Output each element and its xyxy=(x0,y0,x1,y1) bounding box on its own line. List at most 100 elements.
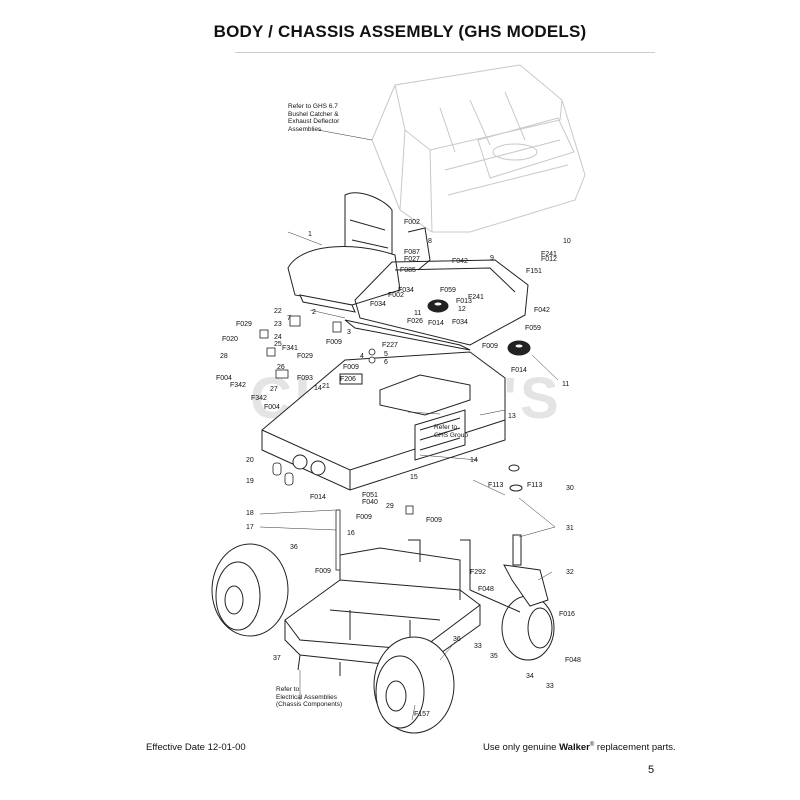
callout-F004b: F004 xyxy=(264,404,280,411)
body-shell xyxy=(261,351,506,491)
caster-fork xyxy=(503,464,549,607)
callout-F012: F012 xyxy=(541,256,557,263)
callout-27: 27 xyxy=(270,386,278,393)
pulley-2 xyxy=(507,340,531,356)
callout-F292: F292 xyxy=(470,569,486,576)
callout-F113b: F113 xyxy=(527,482,543,489)
title-rule xyxy=(235,52,655,53)
chassis-frame xyxy=(284,539,481,676)
callout-F014a: F014 xyxy=(428,320,444,327)
callout-F009c: F009 xyxy=(482,343,498,350)
callout-2: 2 xyxy=(312,309,316,316)
seat-base-plate xyxy=(344,259,529,351)
callout-32: 32 xyxy=(566,569,574,576)
callout-F002b: F002 xyxy=(388,292,404,299)
callout-F059a: F059 xyxy=(440,287,456,294)
callout-F151: F151 xyxy=(526,268,542,275)
callout-34: 34 xyxy=(526,673,534,680)
callout-F014c: F014 xyxy=(310,494,326,501)
callout-F113a: F113 xyxy=(488,482,504,489)
callout-F029a: F029 xyxy=(236,321,252,328)
callout-29: 29 xyxy=(386,503,394,510)
callout-31: 31 xyxy=(566,525,574,532)
callout-F016: F016 xyxy=(559,611,575,618)
callout-F157: F157 xyxy=(414,711,430,718)
callout-F241b: F241 xyxy=(468,294,484,301)
callout-F009d: F009 xyxy=(356,514,372,521)
callout-F206: F206 xyxy=(340,376,356,383)
callout-F342a: F342 xyxy=(230,382,246,389)
rear-wheel-right xyxy=(373,636,455,734)
callout-36a: 36 xyxy=(290,544,298,551)
callout-9: 9 xyxy=(490,255,494,262)
replacement-parts-notice: Use only genuine Walker® replacement par… xyxy=(483,742,676,754)
callout-26: 26 xyxy=(277,364,285,371)
callout-11a: 11 xyxy=(414,310,421,317)
callout-F034a: F034 xyxy=(398,287,414,294)
callout-F014b: F014 xyxy=(511,367,527,374)
callout-33b: 33 xyxy=(546,683,554,690)
callout-F085: F085 xyxy=(400,267,416,274)
callout-F227: F227 xyxy=(382,342,398,349)
callout-12: 12 xyxy=(458,306,466,313)
callout-F009e: F009 xyxy=(426,517,442,524)
callout-21: 21 xyxy=(322,383,330,390)
rear-wheel-left xyxy=(211,543,289,637)
callout-F048a: F048 xyxy=(478,586,494,593)
callout-F009f: F009 xyxy=(315,568,331,575)
callout-F034c: F034 xyxy=(452,319,468,326)
small-hardware xyxy=(259,315,414,571)
callout-19: 19 xyxy=(246,478,254,485)
callout-F087: F087 xyxy=(404,249,420,256)
callout-labels: 1 2 3 4 5 6 7 8 9 10 11 11 12 13 14 14 1… xyxy=(216,219,581,718)
callout-7: 7 xyxy=(287,315,291,322)
callout-F009b: F009 xyxy=(343,364,359,371)
callout-13: 13 xyxy=(508,413,516,420)
callout-24: 24 xyxy=(274,334,282,341)
caster-wheel xyxy=(469,589,555,661)
callout-F009a: F009 xyxy=(326,339,342,346)
page-title: BODY / CHASSIS ASSEMBLY (GHS MODELS) xyxy=(213,22,587,41)
callout-18: 18 xyxy=(246,510,254,517)
pulley-1 xyxy=(427,299,449,313)
callout-37: 37 xyxy=(273,655,281,662)
callout-4: 4 xyxy=(360,353,364,360)
callout-F029b: F029 xyxy=(297,353,313,360)
callout-F013: F013 xyxy=(456,298,472,305)
callout-F048b: F048 xyxy=(565,657,581,664)
callout-F040: F040 xyxy=(362,499,378,506)
callout-15: 15 xyxy=(410,474,418,481)
callout-F051: F051 xyxy=(362,492,378,499)
callout-35: 35 xyxy=(490,653,498,660)
callout-36b: 36 xyxy=(453,636,461,643)
callout-F034b: F034 xyxy=(370,301,386,308)
effective-date: Effective Date 12-01-00 xyxy=(146,742,246,753)
callout-10: 10 xyxy=(563,238,571,245)
callout-25: 25 xyxy=(274,341,282,348)
brand-name: Walker xyxy=(559,742,590,754)
callout-F042b: F042 xyxy=(534,307,550,314)
callout-30: 30 xyxy=(566,485,574,492)
callout-F002: F002 xyxy=(404,219,420,226)
callout-F093: F093 xyxy=(297,375,313,382)
callout-14b: 14 xyxy=(470,457,478,464)
callout-16: 16 xyxy=(347,530,355,537)
callout-3: 3 xyxy=(347,329,351,336)
callout-F042a: F042 xyxy=(452,258,468,265)
callout-22: 22 xyxy=(274,308,282,315)
callout-F241a: F241 xyxy=(541,251,557,258)
callout-F059b: F059 xyxy=(525,325,541,332)
callout-F004a: F004 xyxy=(216,375,232,382)
callout-14a: 14 xyxy=(314,385,322,392)
leader-lines xyxy=(259,129,559,721)
callout-F026: F026 xyxy=(407,318,423,325)
callout-11b: 11 xyxy=(562,381,569,388)
callout-F027: F027 xyxy=(404,256,420,263)
callout-5: 5 xyxy=(384,351,388,358)
callout-23: 23 xyxy=(274,321,282,328)
page-number: 5 xyxy=(648,764,655,776)
